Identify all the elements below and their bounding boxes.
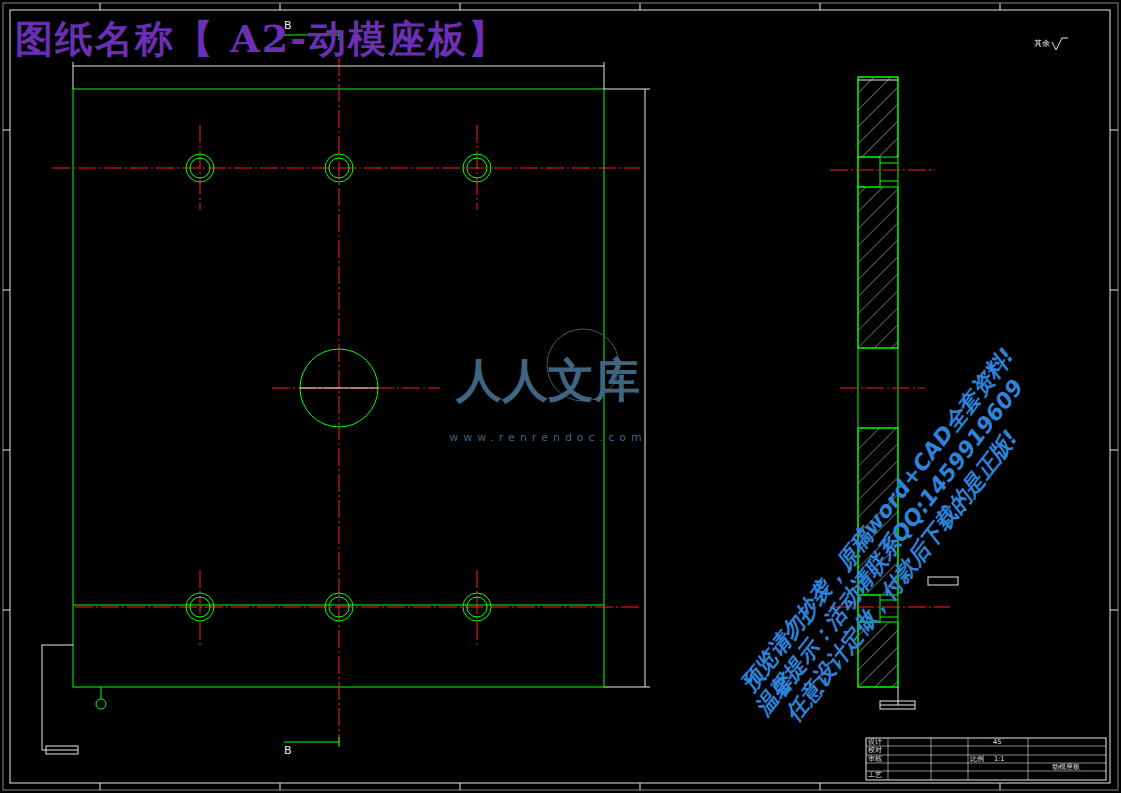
counterbore <box>325 154 353 182</box>
drawing-line <box>820 783 821 790</box>
title-cell: 设计 <box>868 739 882 746</box>
drawing-line <box>1110 130 1118 131</box>
drawing-line <box>42 645 43 750</box>
drawing-line <box>280 3 281 10</box>
drawing-line <box>100 3 101 10</box>
center-line <box>339 58 340 745</box>
watermark: www.renrendoc.com <box>449 432 646 444</box>
screw-hole <box>467 158 487 178</box>
drawing-line <box>880 705 915 706</box>
section-arrow <box>284 742 339 743</box>
counterbore-section <box>858 157 880 187</box>
drawing-line <box>42 645 73 646</box>
sheet-border <box>3 3 1118 790</box>
drawing-line <box>1000 3 1001 10</box>
drawing-line <box>1110 450 1118 451</box>
part-name-cell: 动模座板 <box>1052 764 1080 771</box>
center-line <box>52 168 640 169</box>
center-line <box>477 125 478 210</box>
drawing-line <box>1062 38 1068 39</box>
counterbore <box>186 593 214 621</box>
screw-hole <box>329 158 349 178</box>
center-line <box>272 388 440 389</box>
section-letter: B <box>284 745 292 757</box>
drawing-line <box>100 783 101 790</box>
roughness-symbol <box>1052 42 1056 50</box>
dimension-line <box>645 89 646 687</box>
drawing-line <box>1110 290 1118 291</box>
drawing-line <box>640 3 641 10</box>
counterbore <box>463 593 491 621</box>
material-cell: 45 <box>993 739 1001 746</box>
drawing-line <box>866 746 1106 747</box>
drawing-line <box>880 181 898 182</box>
dimension-line <box>300 388 378 389</box>
counterbore <box>186 154 214 182</box>
drawing-line <box>858 348 898 349</box>
drawing-line <box>604 62 605 89</box>
center-line <box>200 125 201 210</box>
drawing-line <box>101 687 102 699</box>
drawing-line <box>1110 610 1118 611</box>
screw-hole <box>467 597 487 617</box>
counterbore <box>463 154 491 182</box>
drawing-line <box>280 783 281 790</box>
drawing-line <box>858 428 898 429</box>
drawing-line <box>460 783 461 790</box>
title-cell: 工艺 <box>868 772 882 779</box>
title-cell: 比例 <box>970 756 984 763</box>
dimension-line <box>858 80 898 81</box>
screw-hole <box>190 158 210 178</box>
drawing-line <box>3 290 10 291</box>
section-hatch <box>858 187 898 348</box>
datum-box <box>880 701 915 709</box>
drawing-line <box>604 687 650 688</box>
roughness-note: 其余 <box>1034 40 1050 49</box>
datum-symbol <box>96 699 106 709</box>
drawing-line <box>866 755 1106 756</box>
scale-cell: 1:1 <box>994 756 1004 763</box>
drawing-line <box>3 130 10 131</box>
drawing-line <box>1000 783 1001 790</box>
drawing-line <box>880 163 898 164</box>
sprue-hole <box>300 349 378 427</box>
drawing-line <box>3 450 10 451</box>
drawing-line <box>1028 738 1029 780</box>
drawing-line <box>604 89 650 90</box>
dimension-line <box>73 66 604 67</box>
drawing-line <box>3 610 10 611</box>
drawing-frame <box>10 10 1110 783</box>
center-line <box>830 170 935 171</box>
drawing-line <box>898 687 899 705</box>
tolerance-box <box>928 577 958 585</box>
drawing-title: 图纸名称【 A2-动模座板】 <box>15 18 508 60</box>
drawing-line <box>460 3 461 10</box>
drawing-line <box>42 750 78 751</box>
datum-box <box>46 746 78 754</box>
drawing-line <box>339 737 340 747</box>
screw-hole <box>190 597 210 617</box>
screw-hole <box>329 597 349 617</box>
center-line <box>477 570 478 645</box>
drawing-line <box>968 738 969 780</box>
drawing-line <box>1056 38 1062 50</box>
drawing-line <box>73 62 74 89</box>
center-line <box>75 607 640 608</box>
counterbore <box>325 593 353 621</box>
center-line <box>840 388 925 389</box>
drawing-line <box>820 3 821 10</box>
drawing-line <box>640 783 641 790</box>
title-cell: 审核 <box>868 756 882 763</box>
drawing-line <box>888 738 889 780</box>
title-block <box>866 738 1106 780</box>
title-cell: 校对 <box>868 747 882 754</box>
center-line <box>200 570 201 645</box>
section-letter: B <box>284 20 292 32</box>
watermark: 人人文库 <box>456 355 640 406</box>
section-hatch <box>858 77 898 157</box>
drawing-line <box>931 738 932 780</box>
